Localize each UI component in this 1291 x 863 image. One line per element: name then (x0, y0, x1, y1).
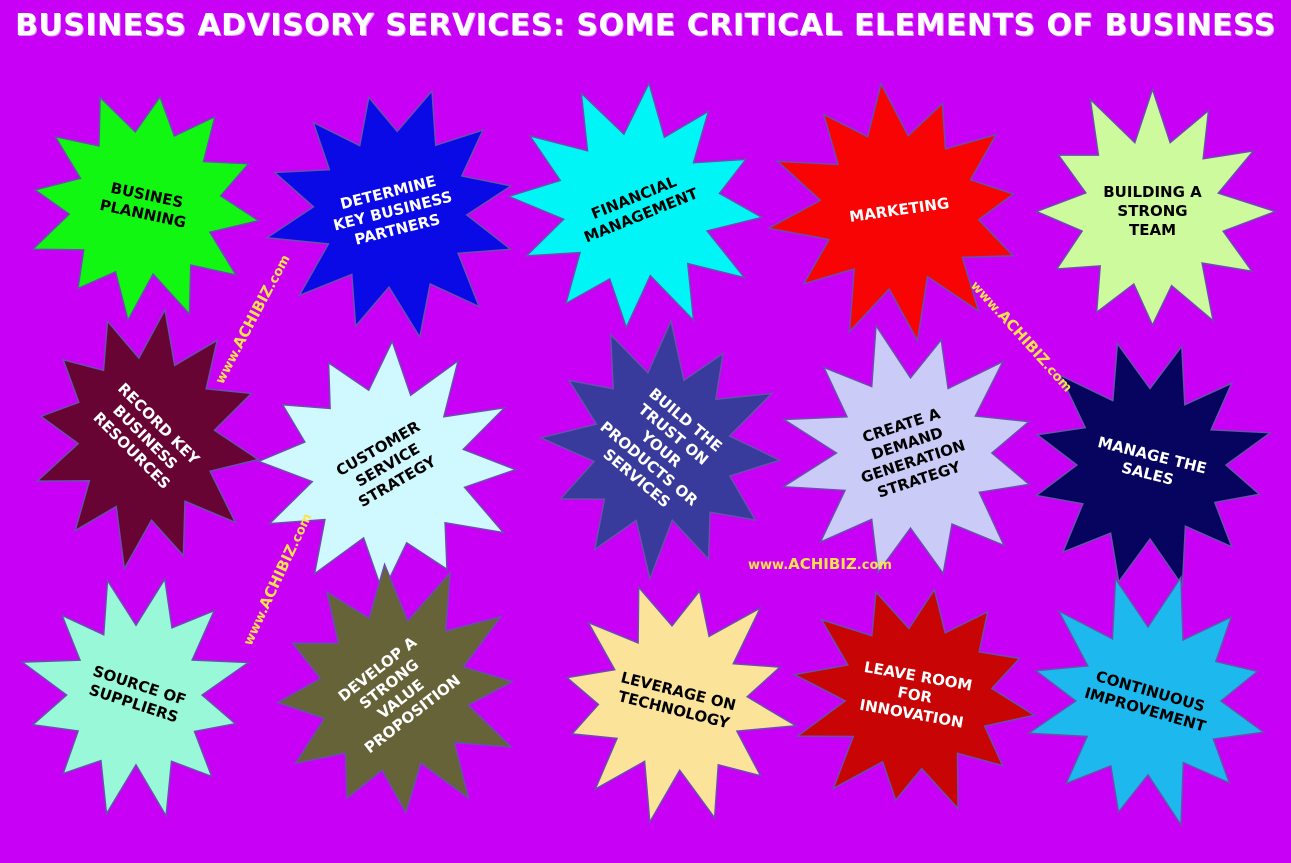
starburst-shape (35, 307, 261, 572)
starburst-shape (565, 585, 799, 825)
burst-room-for-innovation: Leave Room for Innovation (790, 575, 1040, 815)
starburst-shape (766, 81, 1016, 343)
starburst-polygon (264, 89, 513, 340)
starburst-polygon (256, 339, 518, 595)
starburst-polygon (780, 323, 1031, 576)
starburst-polygon (565, 585, 799, 825)
burst-strong-team: Building a Strong Team (1030, 84, 1278, 339)
burst-business-planning: Busines Planning (22, 85, 267, 325)
starburst-shape (276, 562, 515, 815)
watermark-3: www.ACHIBIZ.com (748, 555, 892, 573)
starburst-polygon (1034, 341, 1273, 589)
starburst-shape (780, 323, 1031, 576)
starburst-polygon (31, 95, 261, 323)
starburst-polygon (1034, 86, 1278, 327)
starburst-shape (31, 95, 261, 323)
starburst-polygon (506, 81, 764, 330)
burst-key-business-partners: Determine Key Business Partners (262, 80, 524, 342)
watermark-prefix: www. (748, 558, 789, 573)
burst-continuous-improvement: Continuous Improvement (1022, 574, 1274, 828)
burst-marketing: Marketing (766, 80, 1030, 343)
starburst-shape (1034, 341, 1273, 589)
burst-leverage-technology: Leverage on Technology (552, 578, 800, 825)
burst-manage-sales: Manage the Sales (1025, 340, 1275, 590)
starburst-polygon (766, 81, 1016, 343)
burst-build-trust: Build the Trust on Your Products or Serv… (538, 318, 783, 582)
watermark-brand: ACHIBIZ (788, 555, 857, 573)
burst-value-proposition: Develop a Strong Value Proposition (268, 562, 523, 822)
starburst-polygon (1026, 574, 1266, 828)
starburst-shape (1034, 86, 1278, 327)
starburst-shape (264, 89, 513, 340)
burst-record-key-resources: Record Key Business Resources (25, 302, 265, 572)
burst-customer-service-strategy: Customer Service Strategy (250, 338, 525, 595)
starburst-shape (538, 318, 782, 582)
starburst-polygon (35, 307, 261, 572)
starburst-shape (256, 339, 518, 595)
burst-source-of-suppliers: Source of Suppliers (19, 570, 252, 820)
burst-financial-management: Financial Management (505, 81, 770, 332)
page-title: BUSINESS ADVISORY SERVICES: SOME CRITICA… (15, 8, 1276, 43)
starburst-shape (506, 81, 764, 330)
burst-demand-generation: Create a Demand Generation Strategy (778, 322, 1043, 584)
starburst-polygon (538, 318, 782, 582)
starburst-polygon (276, 562, 515, 815)
starburst-shape (791, 587, 1037, 811)
watermark-suffix: .com (856, 558, 892, 573)
starburst-polygon (19, 576, 251, 819)
starburst-shape (19, 576, 251, 819)
starburst-shape (1026, 574, 1266, 828)
starburst-polygon (791, 587, 1037, 811)
